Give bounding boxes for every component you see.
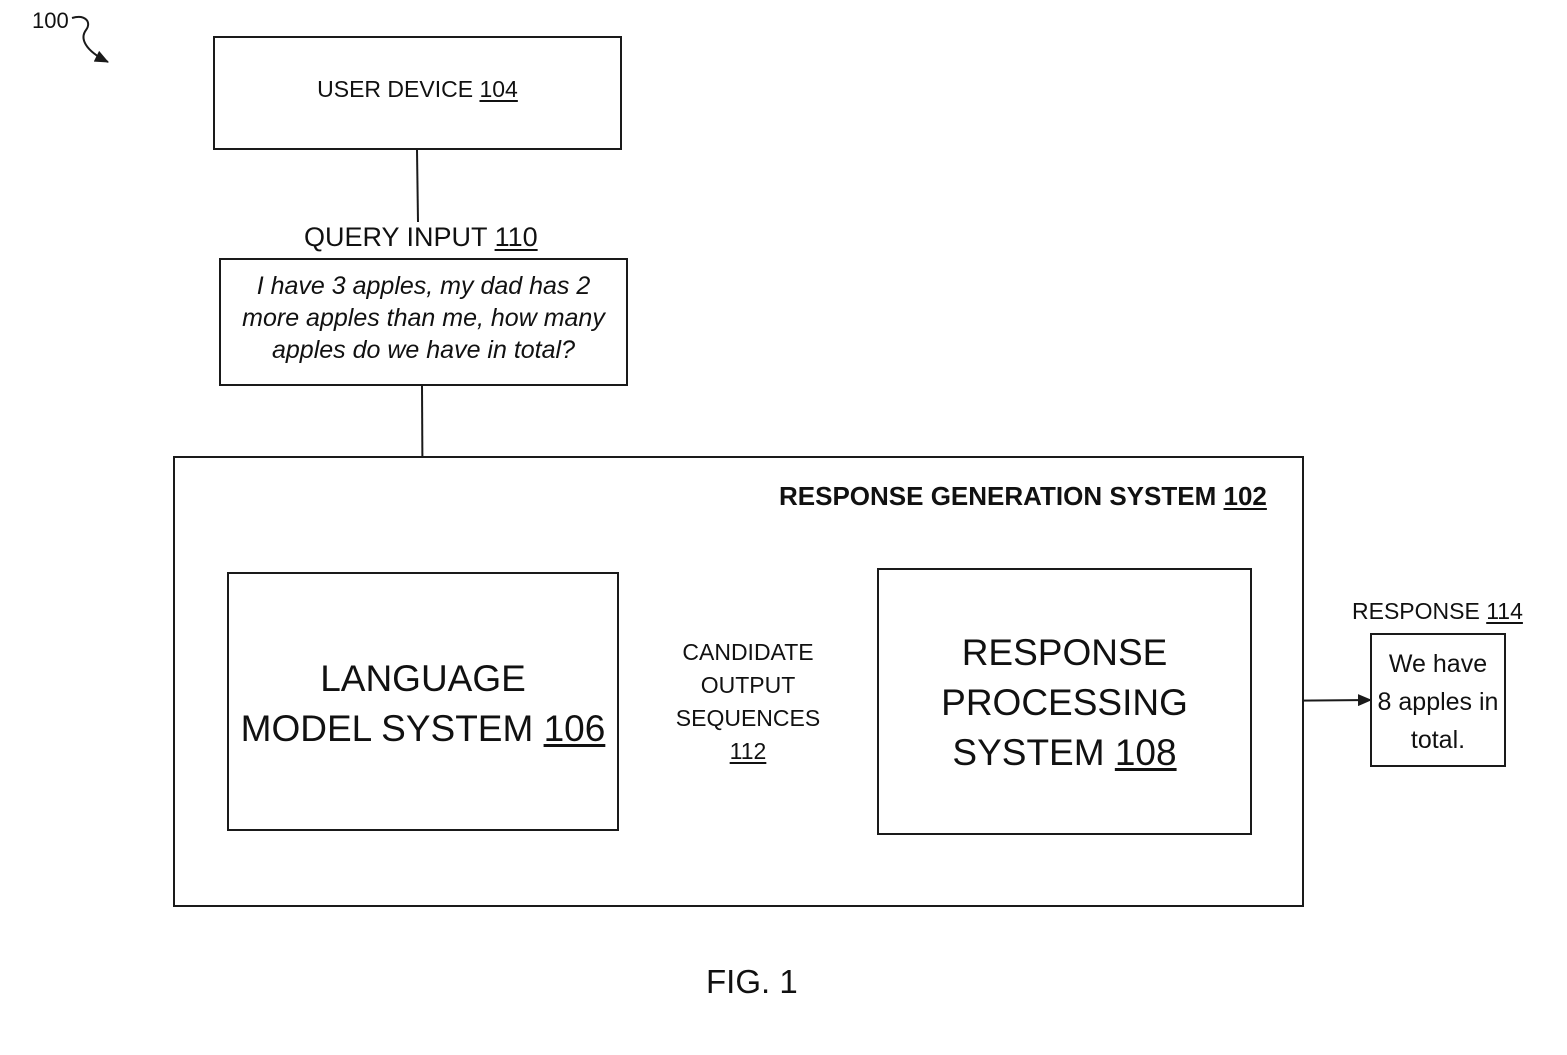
user-device-to-query-line	[417, 150, 418, 222]
language-model-line2: MODEL SYSTEM 106	[229, 704, 617, 754]
response-ref: 114	[1486, 598, 1523, 624]
response-line: 8 apples in	[1372, 683, 1504, 721]
candidate-output-sequences-label: CANDIDATE OUTPUT SEQUENCES 112	[670, 636, 826, 768]
response-line: total.	[1372, 721, 1504, 759]
candidate-line: CANDIDATE	[670, 636, 826, 669]
response-processing-line3: SYSTEM 108	[879, 728, 1250, 778]
response-generation-system-label: RESPONSE GENERATION SYSTEM 102	[779, 481, 1267, 512]
response-text: RESPONSE	[1352, 598, 1480, 624]
response-box: We have 8 apples in total.	[1370, 633, 1506, 767]
query-input-ref: 110	[495, 222, 538, 252]
user-device-ref: 104	[479, 76, 517, 102]
response-processing-line1: RESPONSE	[879, 628, 1250, 678]
query-input-box: I have 3 apples, my dad has 2 more apple…	[219, 258, 628, 386]
figure-caption: FIG. 1	[706, 963, 798, 1001]
query-input-content: I have 3 apples, my dad has 2 more apple…	[221, 270, 626, 366]
query-line: I have 3 apples, my dad has 2	[221, 270, 626, 302]
language-model-text: MODEL SYSTEM	[241, 708, 534, 749]
response-label: RESPONSE 114	[1352, 598, 1523, 625]
response-generation-system-text: RESPONSE GENERATION SYSTEM	[779, 481, 1216, 511]
query-input-text: QUERY INPUT	[304, 222, 487, 252]
response-processing-line2: PROCESSING	[879, 678, 1250, 728]
response-content: We have 8 apples in total.	[1372, 645, 1504, 759]
response-processing-system-label: RESPONSE PROCESSING SYSTEM 108	[879, 628, 1250, 778]
candidate-line: SEQUENCES	[670, 702, 826, 735]
response-line: We have	[1372, 645, 1504, 683]
candidate-ref: 112	[670, 735, 826, 768]
query-line: more apples than me, how many	[221, 302, 626, 334]
response-processing-system-box: RESPONSE PROCESSING SYSTEM 108	[877, 568, 1252, 835]
user-device-text: USER DEVICE	[317, 76, 473, 102]
language-model-system-box: LANGUAGE MODEL SYSTEM 106	[227, 572, 619, 831]
query-line: apples do we have in total?	[221, 334, 626, 366]
candidate-line: OUTPUT	[670, 669, 826, 702]
response-processing-text: SYSTEM	[952, 732, 1104, 773]
figure-ref-pointer	[72, 17, 108, 62]
language-model-ref: 106	[544, 708, 606, 749]
query-input-label: QUERY INPUT 110	[304, 222, 538, 253]
response-processing-ref: 108	[1115, 732, 1177, 773]
user-device-box: USER DEVICE 104	[213, 36, 622, 150]
language-model-line1: LANGUAGE	[229, 654, 617, 704]
user-device-label: USER DEVICE 104	[215, 76, 620, 103]
response-generation-system-ref: 102	[1224, 481, 1267, 511]
language-model-system-label: LANGUAGE MODEL SYSTEM 106	[229, 654, 617, 754]
figure-ref-number: 100	[32, 8, 69, 34]
